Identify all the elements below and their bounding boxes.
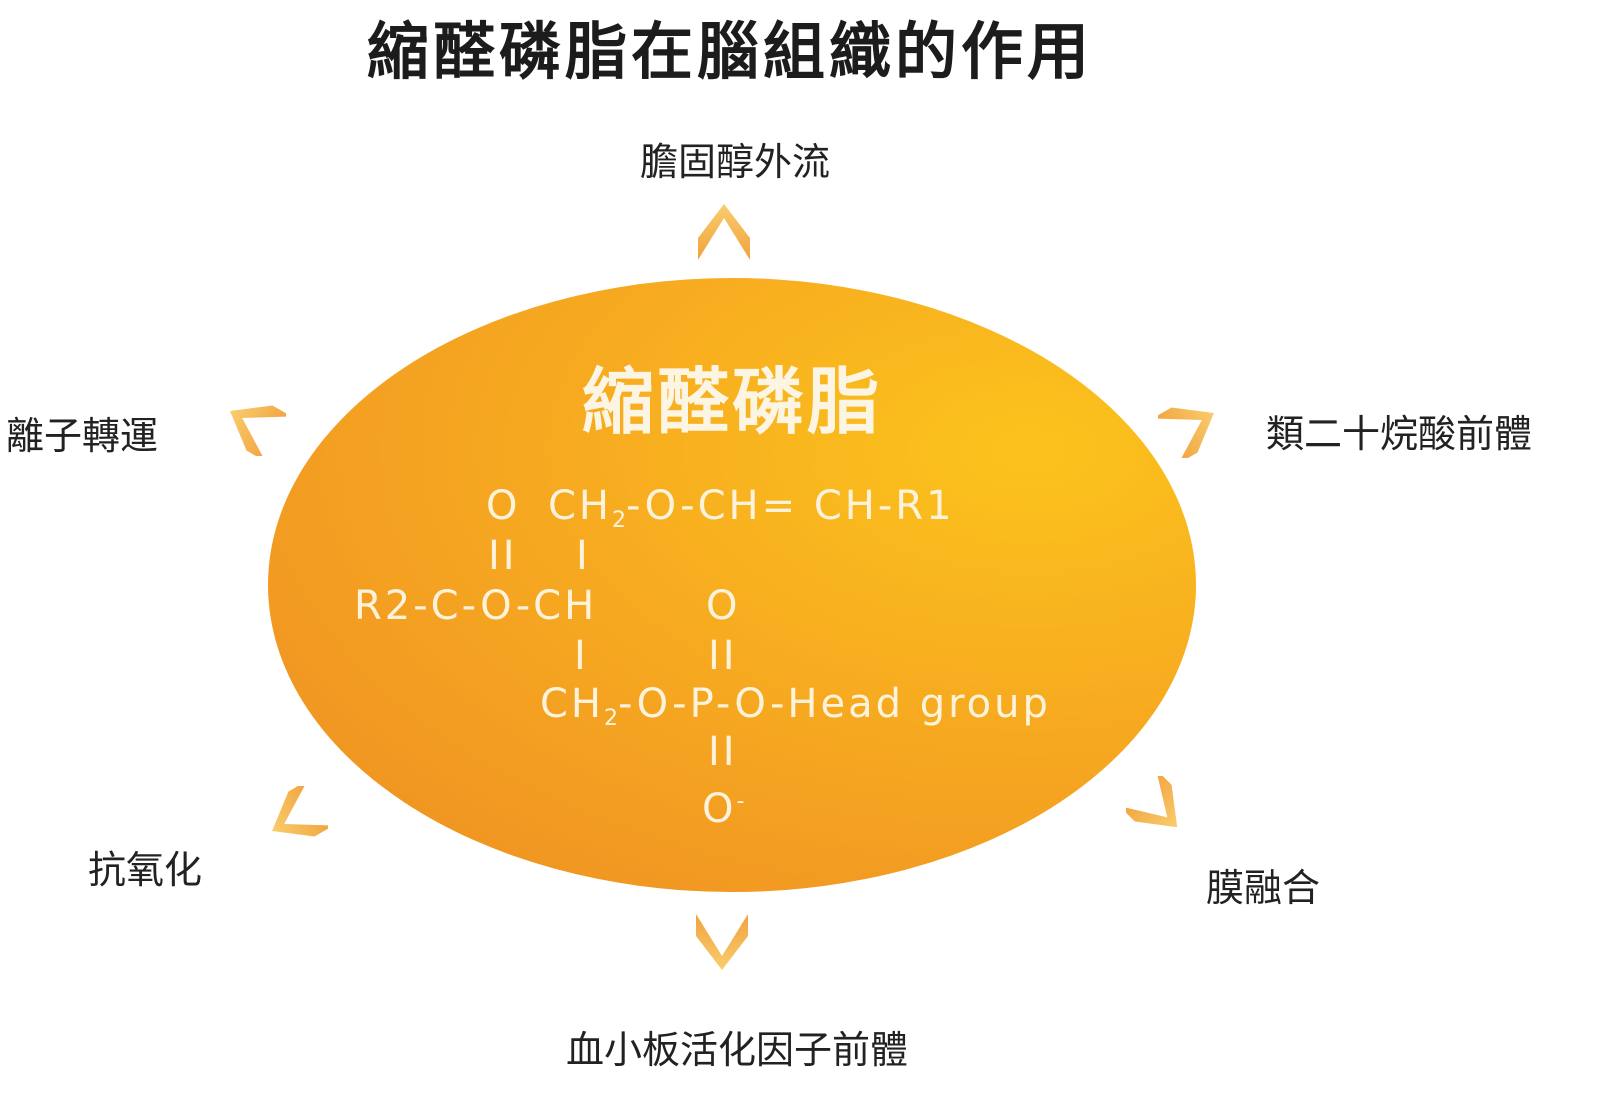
chevron-up-icon — [694, 204, 754, 264]
center-title: 縮醛磷脂 — [581, 360, 882, 444]
function-ion-transport: 離子轉運 — [6, 414, 159, 458]
formula-phosphate-o-minus: O- — [702, 786, 745, 832]
formula-double-bond-1: II — [488, 533, 518, 579]
formula-line-5: CH2-O-P-O-Head group — [540, 681, 1051, 731]
page-title: 縮醛磷脂在腦組織的作用 — [366, 15, 1093, 88]
formula-double-bond-3: II — [708, 729, 738, 775]
function-cholesterol-efflux: 膽固醇外流 — [640, 140, 831, 184]
formula-line-3: R2-C-O-CH — [354, 583, 598, 629]
chevron-lower-right-icon — [1126, 776, 1186, 836]
formula-carbonyl-o: O — [486, 483, 521, 529]
function-eicosanoid-precursor: 類二十烷酸前體 — [1266, 412, 1533, 456]
function-paf-precursor: 血小板活化因子前體 — [566, 1028, 909, 1072]
function-antioxidant: 抗氧化 — [88, 848, 203, 892]
chevron-down-icon — [692, 910, 752, 970]
formula-phosphate-o-top: O — [706, 583, 741, 629]
formula-single-bond-2: I — [574, 633, 589, 679]
formula-single-bond-1: I — [576, 533, 591, 579]
function-membrane-fusion: 膜融合 — [1206, 866, 1321, 910]
formula-double-bond-2: II — [708, 633, 738, 679]
plasmalogen-ellipse — [268, 278, 1196, 892]
formula-line-1: CH2-O-CH= CH-R1 — [548, 483, 955, 533]
chevron-lower-left-icon — [268, 786, 328, 846]
